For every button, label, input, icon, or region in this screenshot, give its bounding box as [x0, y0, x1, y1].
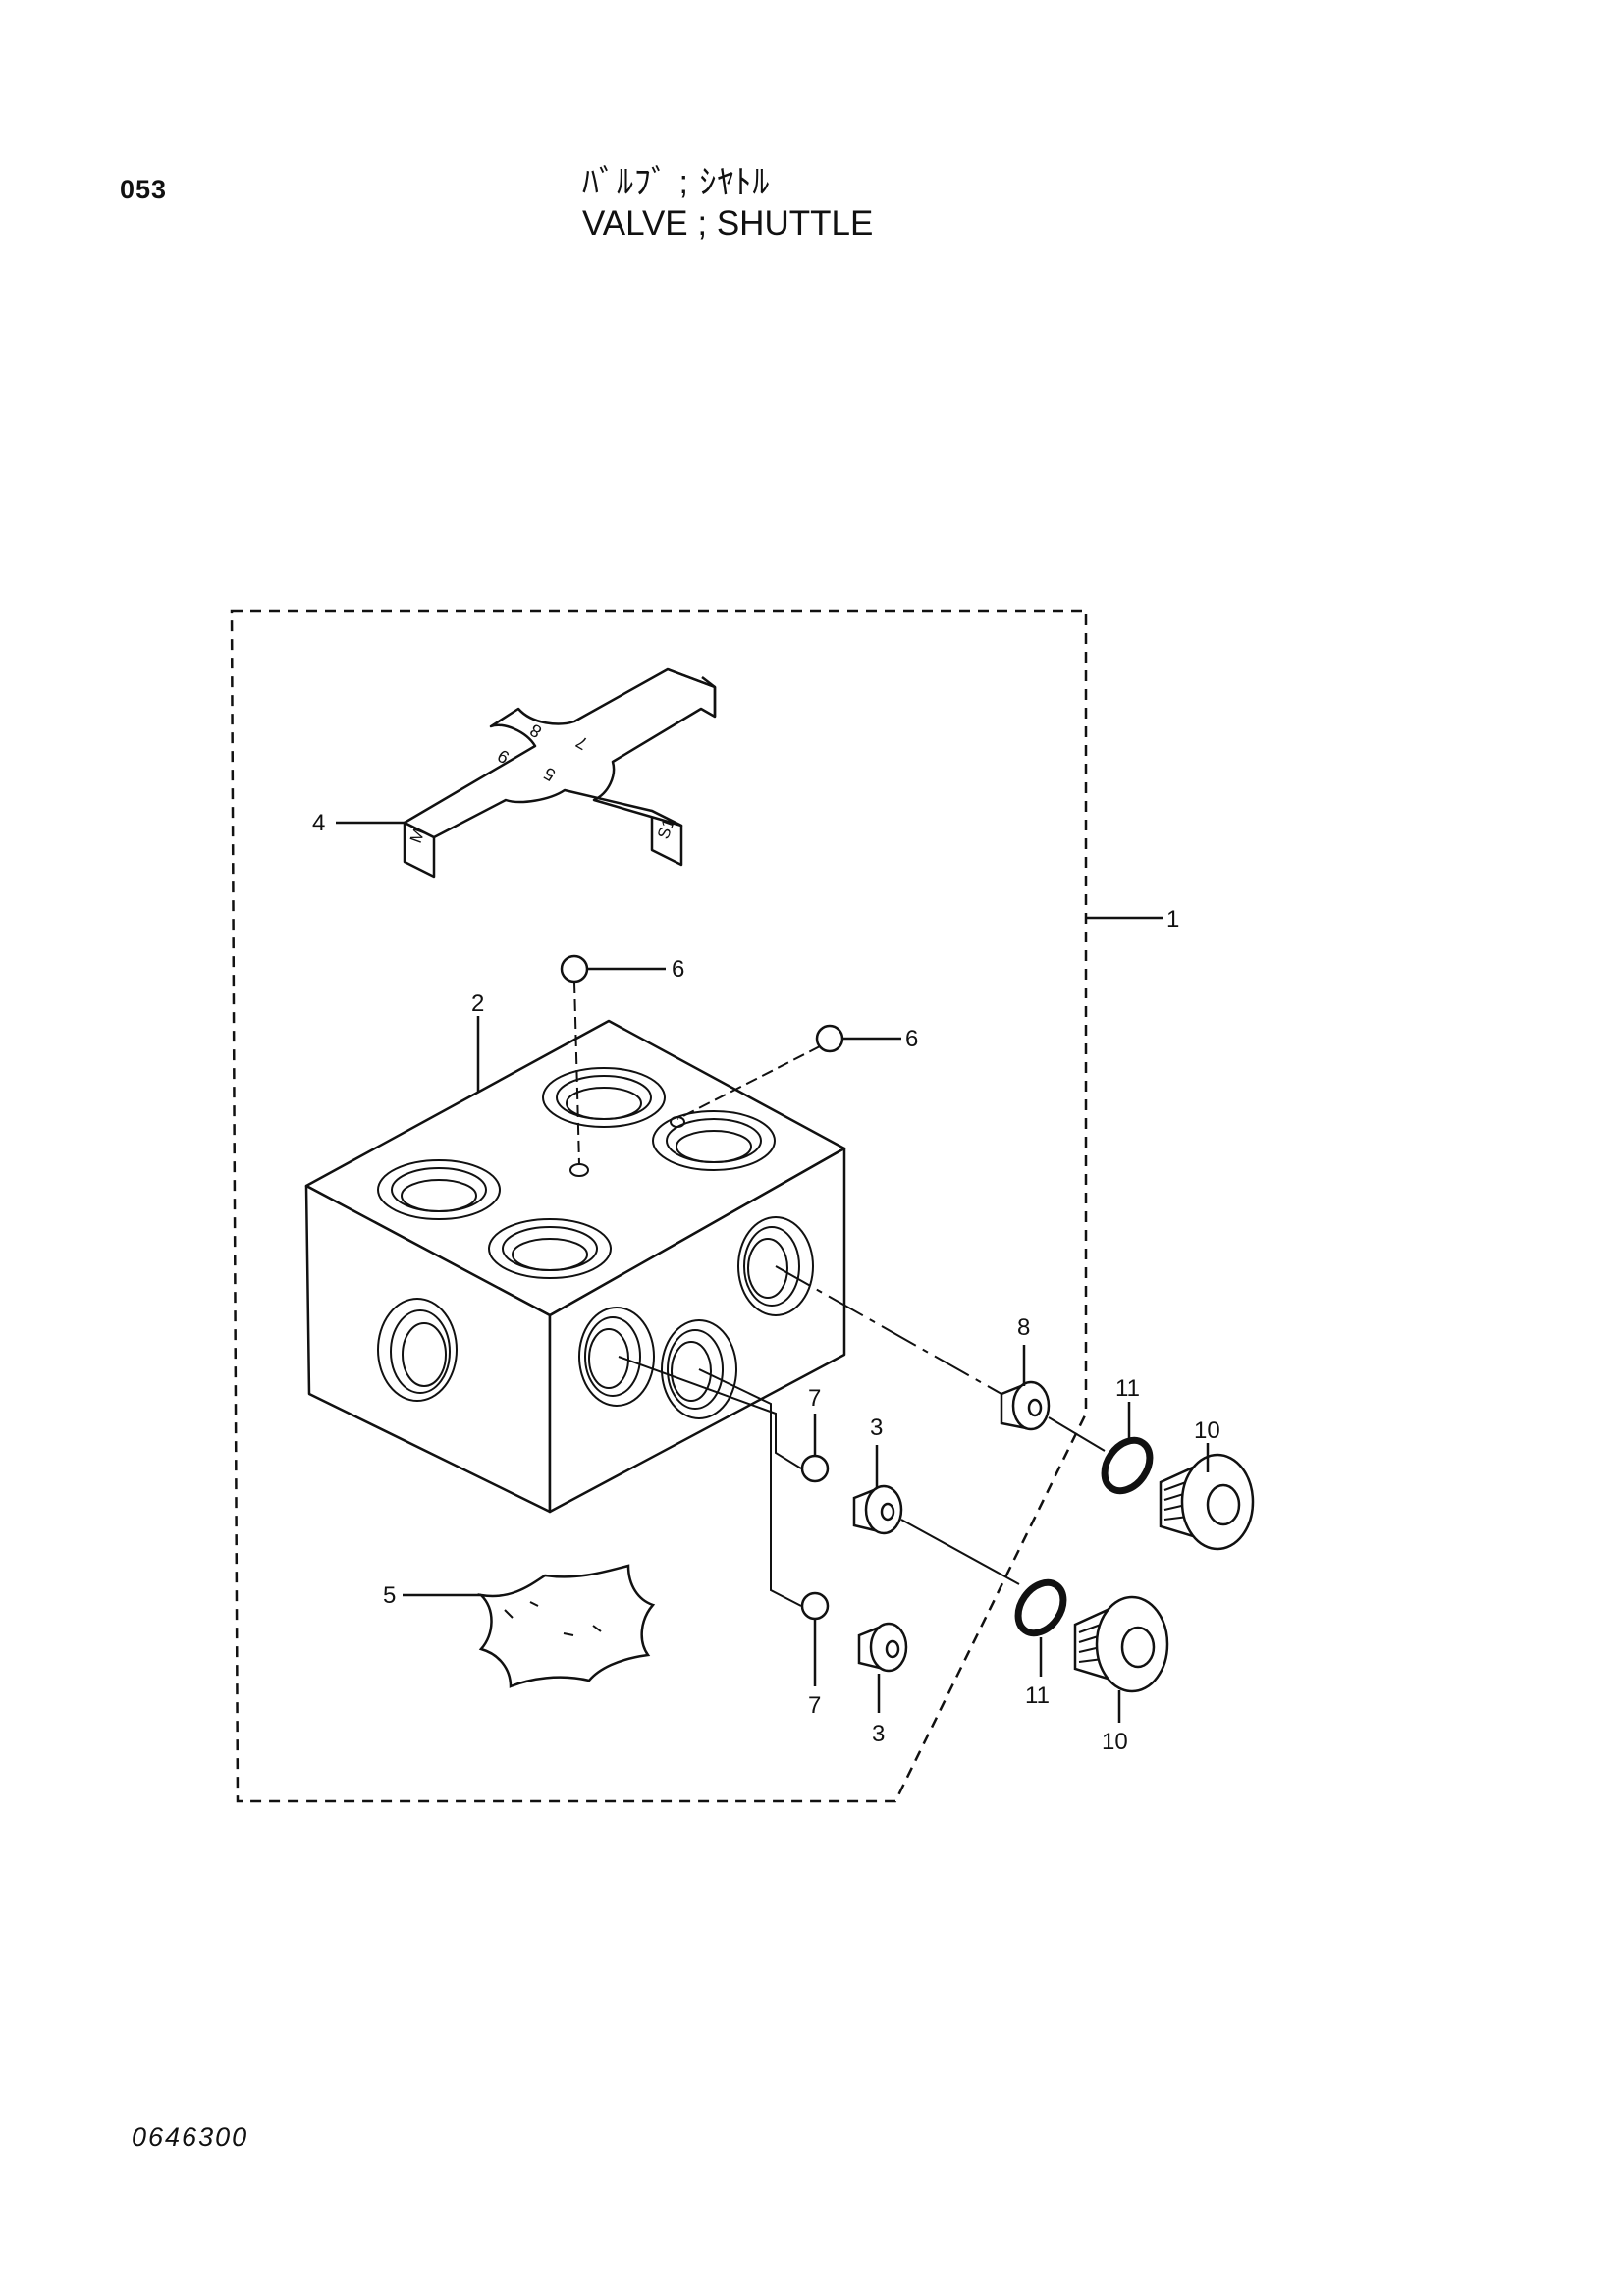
- plate-part: [403, 667, 717, 879]
- callout-8: 8: [1017, 1314, 1030, 1341]
- callout-10-upper: 10: [1194, 1417, 1220, 1444]
- callout-11-upper: 11: [1115, 1375, 1140, 1402]
- callout-7-lower: 7: [808, 1692, 821, 1719]
- right-face-ports: [578, 1216, 814, 1419]
- callout-2: 2: [471, 990, 484, 1017]
- callout-5: 5: [383, 1582, 396, 1609]
- page-number: 053: [120, 175, 168, 204]
- axis-7b: [698, 1368, 802, 1607]
- axis-8: [775, 1265, 1002, 1395]
- callout-11-lower: 11: [1025, 1682, 1050, 1709]
- axis-6b: [676, 1045, 821, 1120]
- axis-6a: [573, 981, 580, 1165]
- plug-parts-10: [1073, 1453, 1255, 1693]
- plug-part-8: [1000, 1380, 1051, 1431]
- ball-parts-6: [560, 954, 844, 1053]
- callout-4: 4: [312, 810, 325, 836]
- axis-8-ring: [1048, 1416, 1106, 1452]
- ball-parts-7: [800, 1454, 830, 1621]
- axis-3: [900, 1519, 1020, 1585]
- callout-3-upper: 3: [870, 1415, 883, 1441]
- callout-6-right: 6: [905, 1026, 918, 1052]
- axis-7a: [618, 1356, 802, 1469]
- callout-7-upper: 7: [808, 1385, 821, 1412]
- o-rings-11: [1014, 1436, 1154, 1637]
- top-ports: [377, 1067, 776, 1279]
- callout-6-top: 6: [672, 956, 684, 983]
- document-code: 0646300: [132, 2122, 249, 2152]
- plate-part-5: [477, 1564, 656, 1688]
- callout-3-lower: 3: [872, 1721, 885, 1747]
- assembly-boundary: [230, 609, 1088, 1803]
- title-japanese: ﾊﾞﾙﾌﾞ ; ｼﾔﾄﾙ: [582, 164, 771, 201]
- plate-mark-m: M: [406, 827, 429, 846]
- left-face-port: [377, 1298, 458, 1402]
- callout-10-lower: 10: [1102, 1729, 1128, 1755]
- callout-1: 1: [1166, 906, 1179, 933]
- plug-parts-3: [852, 1484, 908, 1673]
- title-english: VALVE ; SHUTTLE: [582, 204, 874, 242]
